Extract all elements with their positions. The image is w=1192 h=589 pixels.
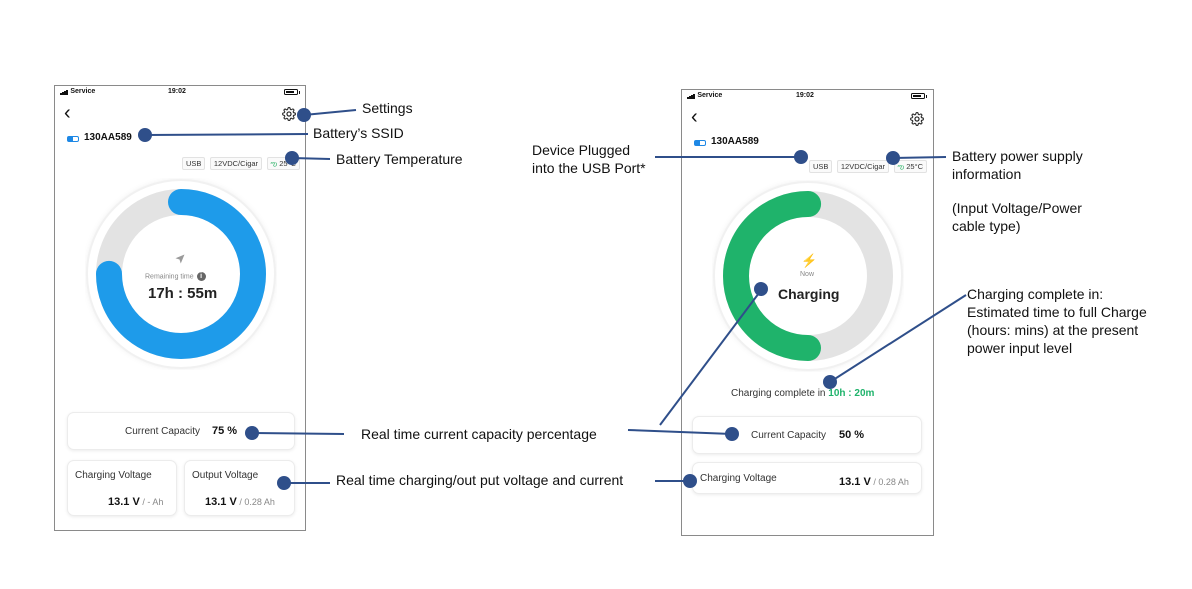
annotation-complete: Charging complete in: Estimated time to … <box>967 285 1147 357</box>
back-arrow-icon[interactable]: ‹ <box>691 106 698 128</box>
battery-icon <box>911 93 927 99</box>
charging-voltage-sub: / 0.28 Ah <box>870 477 909 487</box>
charging-ring <box>713 181 903 371</box>
cable-chip: 12VDC/Cigar <box>836 160 890 173</box>
settings-pointer <box>297 108 311 122</box>
battery-ssid[interactable]: 130AA589 <box>711 136 759 147</box>
signal-icon <box>687 92 695 99</box>
charging-voltage-sub: / - Ah <box>139 497 164 507</box>
ssid-pointer <box>138 128 152 142</box>
ssid-battery-icon <box>694 140 706 146</box>
annotation-complete-line3: (hours: mins) at the present <box>967 322 1139 338</box>
charging-voltage-card[interactable]: Charging Voltage 13.1 V / - Ah <box>67 460 177 516</box>
complete-pointer <box>823 375 837 389</box>
annotation-usb: Device Plugged into the USB Port* <box>532 141 646 177</box>
charging-voltage-value: 13.1 V <box>108 496 140 508</box>
capacity-value: 50 % <box>839 429 865 441</box>
annotation-power-line4: cable type) <box>952 218 1021 234</box>
charging-voltage-card[interactable]: Charging Voltage 13.1 V / 0.28 Ah <box>692 462 922 494</box>
ssid-battery-icon <box>67 136 79 142</box>
usb-pointer <box>794 150 808 164</box>
charging-complete-row: Charging complete in 10h : 20m <box>731 388 874 399</box>
capacity-pointer <box>245 426 259 440</box>
capacity-value: 75 % <box>212 425 238 437</box>
charging-voltage-readout: 13.1 V / - Ah <box>108 492 163 510</box>
status-time: 19:02 <box>168 88 186 95</box>
annotation-power-line3: (Input Voltage/Power <box>952 200 1082 216</box>
chip-row: USB 12VDC/Cigar ఌ 25°C <box>809 156 927 174</box>
back-arrow-icon[interactable]: ‹ <box>64 102 71 124</box>
charging-complete-value: 10h : 20m <box>828 388 875 399</box>
usb-chip: USB <box>182 157 206 170</box>
remaining-ring-arc <box>96 189 266 359</box>
carrier-label: Service <box>70 88 96 95</box>
gear-icon[interactable] <box>910 112 924 126</box>
status-time: 19:02 <box>796 92 814 99</box>
leaf-icon: ఌ <box>270 159 278 168</box>
navigation-arrow-icon <box>175 254 185 264</box>
annotation-power: Battery power supply information (Input … <box>952 147 1083 235</box>
status-bar-left: Service <box>687 92 722 99</box>
status-bar-left: Service <box>60 88 95 95</box>
annotation-usb-line2: into the USB Port* <box>532 160 646 176</box>
temperature-pointer <box>285 151 299 165</box>
annotation-usb-line1: Device Plugged <box>532 142 631 158</box>
battery-icon <box>284 89 300 95</box>
cable-chip: 12VDC/Cigar <box>209 157 263 170</box>
annotation-power-line2: information <box>952 166 1022 182</box>
phone-screen-remaining: Service 19:02 ‹ 130AA589 USB 12VDC/Cigar… <box>54 85 306 531</box>
output-voltage-label: Output Voltage <box>192 470 259 481</box>
annotation-voltage: Real time charging/out put voltage and c… <box>336 472 624 488</box>
power-info-pointer <box>886 151 900 165</box>
annotation-complete-line2: Estimated time to full Charge <box>967 304 1147 320</box>
phone-screen-charging: Service 19:02 ‹ 130AA589 USB 12VDC/Cigar… <box>681 89 934 536</box>
charging-voltage-label: Charging Voltage <box>75 470 152 481</box>
carrier-label: Service <box>697 92 723 99</box>
annotation-temperature: Battery Temperature <box>336 151 463 167</box>
annotation-capacity: Real time current capacity percentage <box>361 426 597 442</box>
charging-voltage-readout: 13.1 V / 0.28 Ah <box>839 472 909 490</box>
charging-complete-label: Charging complete in <box>731 388 826 399</box>
now-label: Now <box>800 271 815 278</box>
output-voltage-card[interactable]: Output Voltage 13.1 V / 0.28 Ah <box>184 460 295 516</box>
remaining-ring <box>86 179 276 369</box>
charging-status: Charging <box>778 286 840 302</box>
annotation-settings: Settings <box>362 100 413 116</box>
info-icon[interactable]: i <box>196 272 206 281</box>
usb-chip: USB <box>809 160 833 173</box>
capacity-pointer-2 <box>725 427 739 441</box>
gear-icon[interactable] <box>282 107 296 121</box>
output-voltage-readout: 13.1 V / 0.28 Ah <box>205 492 275 510</box>
remaining-time-text: Remaining time <box>145 273 194 281</box>
battery-ssid[interactable]: 130AA589 <box>84 132 132 143</box>
temperature-value: 25°C <box>906 162 923 171</box>
annotation-complete-line4: power input level <box>967 340 1073 356</box>
charging-ring-arc <box>723 191 893 361</box>
output-voltage-value: 13.1 V <box>205 496 237 508</box>
charging-voltage-label: Charging Voltage <box>700 473 777 484</box>
lightning-icon: ⚡ <box>801 253 818 268</box>
annotation-ssid: Battery’s SSID <box>313 125 404 141</box>
voltage-pointer-2 <box>683 474 697 488</box>
signal-icon <box>60 88 68 95</box>
annotation-power-line1: Battery power supply <box>952 148 1083 164</box>
output-voltage-sub: / 0.28 Ah <box>236 497 275 507</box>
charging-status-pointer <box>754 282 768 296</box>
capacity-label: Current Capacity <box>751 430 827 441</box>
capacity-label: Current Capacity <box>125 426 201 437</box>
annotation-complete-line1: Charging complete in: <box>967 286 1104 302</box>
temperature-chip: ఌ 25°C <box>893 160 927 173</box>
remaining-time-value: 17h : 55m <box>148 285 218 302</box>
leaf-icon: ఌ <box>897 162 905 171</box>
voltage-pointer <box>277 476 291 490</box>
charging-voltage-value: 13.1 V <box>839 476 871 488</box>
